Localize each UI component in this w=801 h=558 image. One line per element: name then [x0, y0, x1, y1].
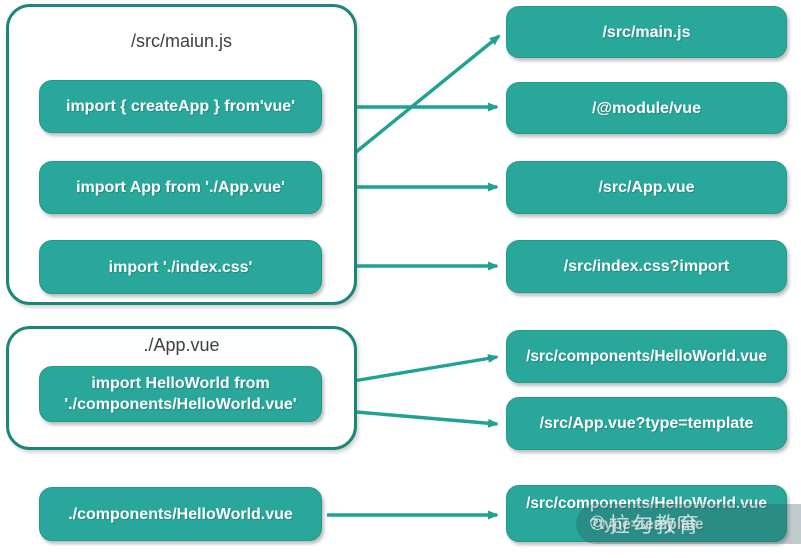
import-app-box: import App from './App.vue'	[39, 161, 322, 214]
import-index-css-label: import './index.css'	[108, 258, 253, 276]
resolved-components-helloworld: /src/components/HelloWorld.vue	[506, 330, 787, 383]
import-createapp-box: import { createApp } from'vue'	[39, 80, 322, 133]
resolved-helloworld-template-line1: /src/components/HelloWorld.vue	[526, 494, 767, 512]
helloworld-file-label: ./components/HelloWorld.vue	[68, 505, 293, 523]
resolved-src-main-js-label: /src/main.js	[602, 23, 691, 41]
group-title-src-main-js: /src/maiun.js	[130, 31, 233, 51]
resolved-module-vue-label: /@module/vue	[592, 99, 701, 117]
resolved-index-css-import-label: /src/index.css?import	[563, 258, 730, 275]
resolved-index-css-import: /src/index.css?import	[506, 240, 787, 293]
resolved-app-vue-template: /src/App.vue?type=template	[506, 397, 787, 450]
resolved-helloworld-template: /src/components/HelloWorld.vue ?type=tem…	[506, 485, 787, 542]
resolved-components-helloworld-label: /src/components/HelloWorld.vue	[526, 348, 767, 365]
watermark: © 拉勾教育	[576, 504, 801, 544]
arrow-app-vue-template	[355, 410, 499, 428]
resolved-module-vue: /@module/vue	[506, 82, 787, 134]
import-helloworld-label-line1: import HelloWorld from	[91, 375, 270, 392]
import-index-css-box: import './index.css'	[39, 240, 322, 294]
import-createapp-label: import { createApp } from'vue'	[66, 98, 295, 115]
resolved-src-main-js: /src/main.js	[506, 6, 787, 58]
import-helloworld-label-line2: './components/HelloWorld.vue'	[64, 396, 297, 413]
resolved-helloworld-template-line2: ?type=template	[589, 515, 704, 533]
watermark-text: 拉勾教育	[608, 514, 701, 537]
lagou-logo-icon: ©	[590, 512, 605, 535]
import-helloworld-box: import HelloWorld from './components/Hel…	[39, 366, 322, 422]
helloworld-file-box: ./components/HelloWorld.vue	[39, 487, 322, 541]
arrow-main-js	[354, 34, 501, 154]
resolved-src-app-vue-label: /src/App.vue	[598, 179, 695, 196]
resolved-app-vue-template-label: /src/App.vue?type=template	[539, 415, 754, 432]
group-title-app-vue: ./App.vue	[143, 335, 220, 355]
resolved-src-app-vue: /src/App.vue	[506, 161, 787, 214]
import-app-label: import App from './App.vue'	[76, 179, 285, 196]
